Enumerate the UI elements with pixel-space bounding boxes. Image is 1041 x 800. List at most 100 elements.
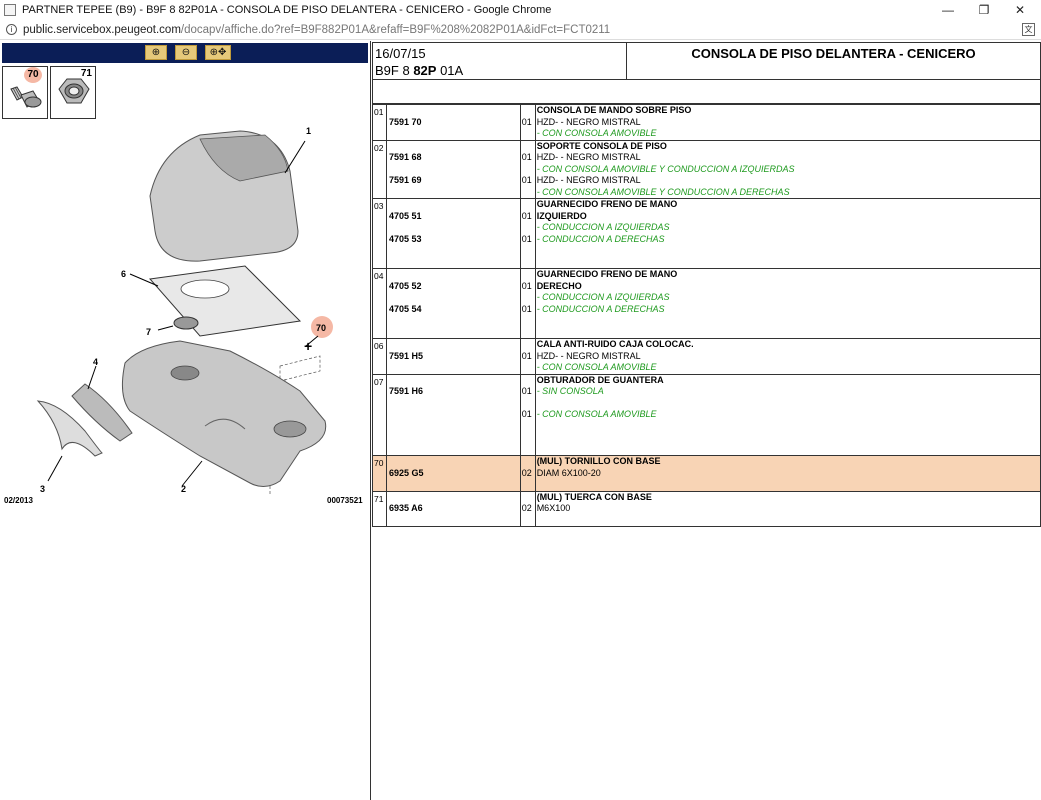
part-reference [387,409,520,421]
parts-header: 16/07/15 B9F 8 82P 01A CONSOLA DE PISO D… [372,42,1041,80]
part-reference [387,222,520,234]
description-line: (MUL) TUERCA CON BASE [536,491,652,502]
part-reference [387,362,520,374]
description-line: - SIN CONSOLA [536,386,604,396]
quantity [521,515,535,527]
url-text[interactable]: public.servicebox.peugeot.com/docapv/aff… [23,24,610,36]
quantity-cell: 02 [519,455,536,492]
quantity [521,492,535,504]
part-reference[interactable]: 7591 70 [388,116,422,127]
part-reference[interactable]: 4705 54 [388,303,422,314]
part-reference [387,444,520,456]
diagram-id: 00073521 [327,496,363,505]
site-info-icon[interactable]: i [6,24,17,35]
quantity [521,245,535,257]
quantity-cell: 01 [519,338,536,375]
description-line: - CON CONSOLA AMOVIBLE Y CONDUCCION A DE… [536,186,790,197]
quantity [521,432,535,444]
address-bar[interactable]: i public.servicebox.peugeot.com/docapv/a… [0,20,1041,40]
callout-7: 7 [146,327,151,337]
quantity [521,327,535,339]
row-index: 70 [372,455,387,492]
description-line: - CONDUCCION A IZQUIERDAS [536,222,670,232]
callout-1: 1 [306,126,311,136]
description-line: - CON CONSOLA AMOVIBLE Y CONDUCCION A IZ… [536,163,795,174]
part-reference[interactable]: 4705 53 [388,233,422,244]
description-line: (MUL) TORNILLO CON BASE [536,456,661,466]
maximize-button[interactable]: ❐ [978,3,990,17]
part-reference [387,105,520,117]
url-host: public.servicebox.peugeot.com [23,23,181,36]
quantity [521,257,535,269]
quantity [521,105,535,117]
quantity [521,339,535,351]
part-reference[interactable]: 7591 68 [388,152,422,162]
description-line [536,315,1040,327]
quantity-cell: 02 [519,490,536,527]
part-reference[interactable]: 4705 51 [388,210,422,221]
bolt-icon [10,86,42,108]
pane-divider [370,41,371,800]
description-line: - CON CONSOLA AMOVIBLE [536,128,657,138]
description-line [536,245,1040,257]
part-reference[interactable]: 7591 69 [388,175,422,185]
part-reference [387,164,520,176]
part-reference[interactable]: 4705 52 [388,280,422,291]
description-line: HZD- - NEGRO MISTRAL [536,350,641,361]
part-reference[interactable]: 6925 G5 [388,467,424,478]
part-reference [387,141,520,153]
description-line [536,444,1040,456]
part-reference-cell: 6925 G5 [385,455,521,492]
part-reference [387,199,520,211]
part-reference [387,492,520,504]
exploded-parts-diagram: + 1 6 7 70 4 3 2 71 [36,126,333,496]
close-button[interactable]: ✕ [1014,3,1026,17]
part-reference[interactable]: 6935 A6 [388,503,423,513]
description-line: GUARNECIDO FRENO DE MANO [536,199,678,209]
row-index: 03 [372,198,387,269]
header-reference: B9F 8 82P 01A [375,63,463,78]
quantity [521,375,535,387]
minimize-button[interactable]: — [942,3,954,17]
row-index: 71 [372,490,387,527]
zoom-in-button[interactable]: ⊕ [145,45,167,60]
description-line: - CONDUCCION A IZQUIERDAS [536,292,670,302]
translate-icon[interactable]: 文 [1022,23,1035,36]
url-path: /docapv/affiche.do?ref=B9F882P01A&refaff… [180,23,611,36]
svg-text:+: + [304,338,312,354]
description-line: SOPORTE CONSOLA DE PISO [536,140,667,151]
quantity: 02 [521,503,532,513]
header-separator [626,43,627,79]
quantity [521,362,535,374]
quantity: 01 [521,116,532,127]
part-reference [387,315,520,327]
part-reference [387,339,520,351]
header-date: 16/07/15 [375,46,426,61]
description-line: IZQUIERDO [536,210,587,221]
thumbnail-70[interactable]: 70 [2,66,48,119]
zoom-out-button[interactable]: ⊖ [175,45,197,60]
quantity: 02 [521,467,532,478]
thumbnail-71[interactable]: 71 [50,66,96,119]
quantity [521,199,535,211]
part-reference[interactable]: 7591 H5 [388,350,424,361]
zoom-fit-button[interactable]: ⊕✥ [205,45,231,60]
part-reference [387,432,520,444]
quantity [521,444,535,456]
row-index: 04 [372,268,387,339]
part-reference[interactable]: 7591 H6 [388,386,424,396]
description-line: HZD- - NEGRO MISTRAL [536,152,641,162]
